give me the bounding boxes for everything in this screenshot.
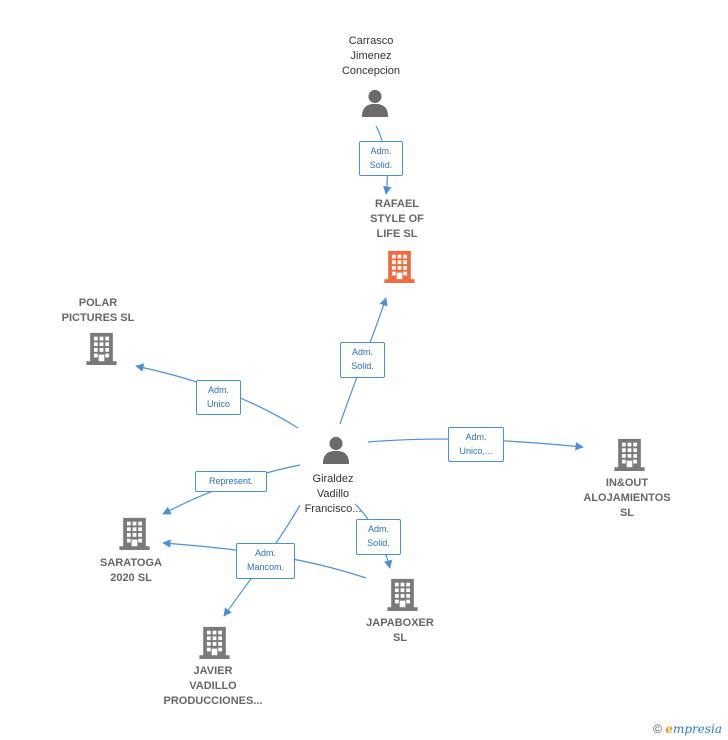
edge-label-giraldez-javier: Adm. Mancom.	[236, 543, 295, 579]
node-label-inout[interactable]: IN&OUT ALOJAMIENTOS SL	[583, 477, 671, 519]
edge-label-giraldez-inout: Adm. Unico,...	[448, 427, 504, 462]
edge-label-giraldez-rafael: Adm. Solid.	[340, 342, 385, 378]
node-label-polar[interactable]: POLAR PICTURES SL	[61, 297, 135, 324]
building-icon[interactable]	[199, 626, 230, 659]
edge-label-giraldez-polar: Adm. Unico	[196, 380, 241, 415]
building-icon[interactable]	[86, 332, 117, 365]
person-icon[interactable]	[322, 436, 350, 464]
building-icon[interactable]	[387, 578, 418, 611]
node-label-giraldez[interactable]: Giraldez Vadillo Francisco...	[304, 473, 362, 515]
copyright-symbol: ©	[653, 722, 662, 736]
building-icon-highlight[interactable]	[384, 250, 415, 283]
node-label-javier[interactable]: JAVIER VADILLO PRODUCCIONES...	[163, 665, 263, 707]
node-label-rafael[interactable]: RAFAEL STYLE OF LIFE SL	[370, 198, 424, 240]
edge-label-giraldez-saratoga: Represent.	[195, 471, 267, 492]
edge-label-giraldez-japaboxer: Adm. Solid.	[356, 519, 401, 555]
building-icon[interactable]	[119, 517, 150, 550]
person-icon[interactable]	[361, 89, 389, 117]
node-label-carrasco[interactable]: Carrasco Jimenez Concepcion	[341, 35, 401, 77]
node-label-japaboxer[interactable]: JAPABOXER SL	[366, 617, 434, 644]
edge-label-carrasco-rafael: Adm. Solid.	[359, 141, 403, 176]
building-icon[interactable]	[614, 438, 645, 471]
node-label-saratoga[interactable]: SARATOGA 2020 SL	[100, 557, 162, 584]
brand-logo: empresia	[665, 722, 722, 736]
brand-footer: © empresia	[653, 722, 722, 736]
